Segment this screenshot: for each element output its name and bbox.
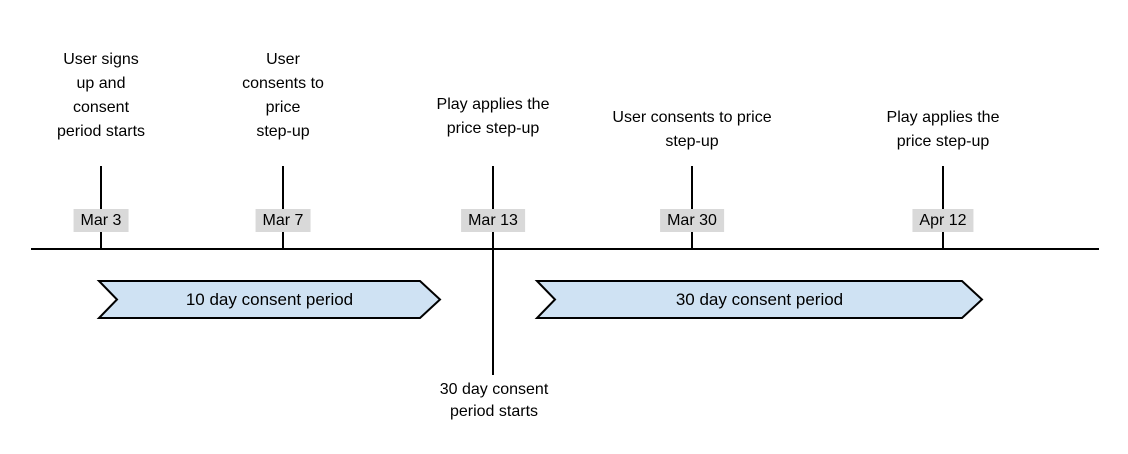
- annotation-30-day-period-starts: 30 day consent period starts: [439, 381, 549, 420]
- event-connector-line: [492, 166, 494, 375]
- event-date-badge: Mar 3: [73, 209, 129, 232]
- event-date-badge: Mar 13: [461, 209, 525, 232]
- event-connector-line: [100, 166, 102, 250]
- consent-period-label: 10 day consent period: [185, 289, 354, 309]
- event-date-badge: Mar 30: [660, 209, 724, 232]
- event-connector-line: [942, 166, 944, 250]
- event-label: Play applies the price step-up: [886, 109, 1000, 150]
- timeline-axis-line: [31, 248, 1099, 250]
- arrow-ribbon-shape: [534, 280, 984, 319]
- consent-period-label: 30 day consent period: [675, 289, 844, 309]
- event-connector-line: [691, 166, 693, 250]
- event-label: User signs up and consent period starts: [56, 51, 146, 140]
- event-date-badge: Apr 12: [912, 209, 974, 232]
- event-connector-line: [282, 166, 284, 250]
- event-date-badge: Mar 7: [255, 209, 311, 232]
- consent-period-arrow-10-day: [96, 280, 442, 319]
- arrow-ribbon-shape: [96, 280, 442, 319]
- event-label: User consents to price step-up: [612, 109, 772, 150]
- event-label: User consents to price step-up: [242, 51, 324, 140]
- event-label: Play applies the price step-up: [436, 96, 550, 137]
- consent-period-arrow-30-day: [534, 280, 984, 319]
